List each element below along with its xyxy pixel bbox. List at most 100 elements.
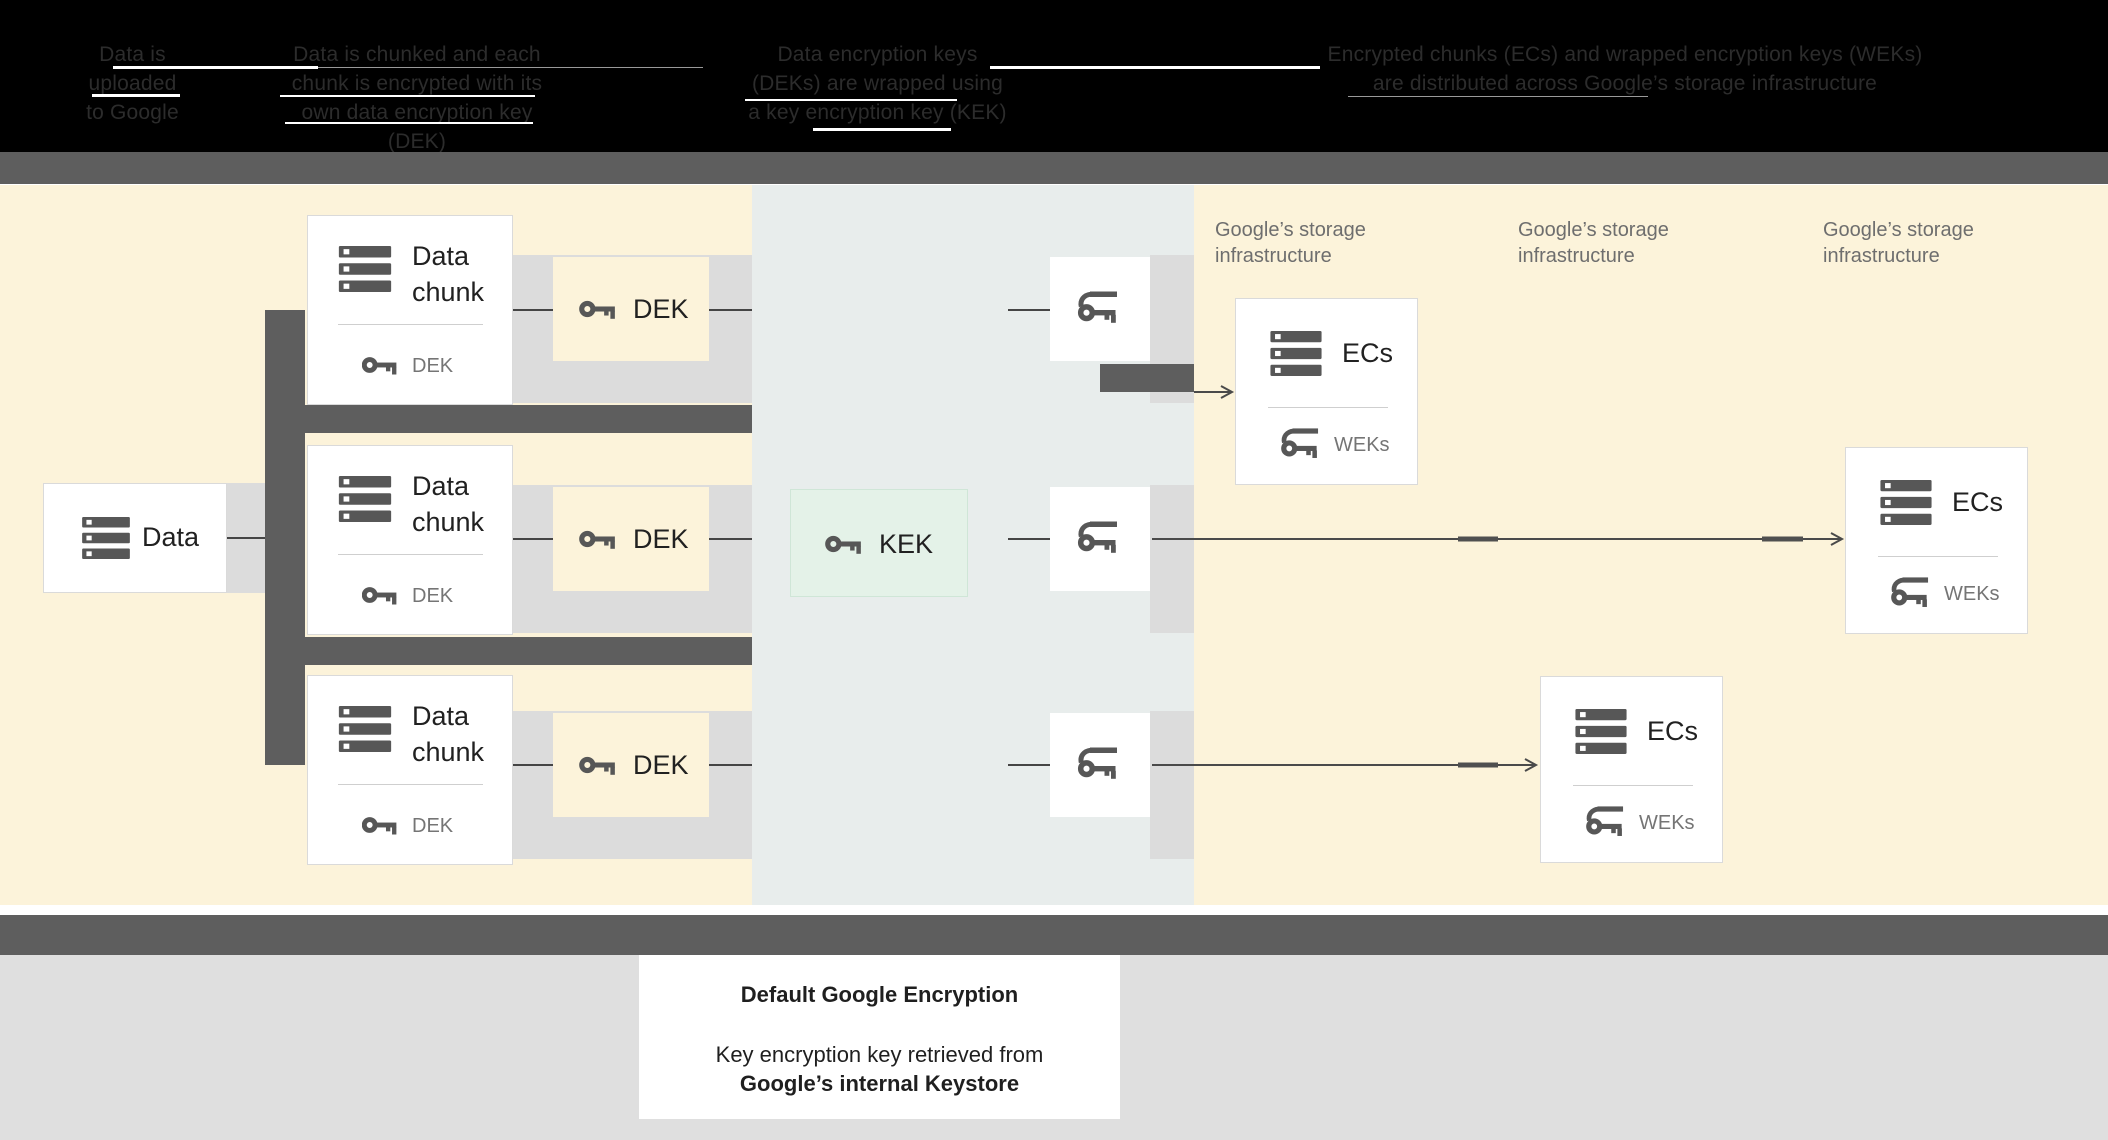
caption-line: Data encryption keys	[777, 43, 978, 66]
caption-line: Data is	[99, 43, 166, 66]
render-artifact	[318, 67, 703, 68]
wrapped-key-connector	[1100, 364, 1194, 392]
diagram-canvas: Data Data chunk DEK Data chunk DEK	[0, 185, 2108, 905]
data-chunk-card: Data chunk DEK	[307, 675, 513, 865]
divider	[1268, 407, 1388, 408]
weks-label: WEKs	[1944, 583, 2000, 605]
caption-line: Key encryption key retrieved from	[715, 1042, 1044, 1067]
database-icon	[1268, 331, 1324, 376]
chunk-splitter-bar	[265, 637, 752, 665]
dek-box-label: DEK	[633, 524, 689, 554]
divider	[338, 784, 483, 785]
dek-label: DEK	[412, 585, 454, 607]
render-artifact	[813, 128, 951, 131]
divider-bar-top	[0, 152, 2108, 184]
divider-bar-bottom	[0, 915, 2108, 955]
connector-line	[709, 764, 752, 766]
dek-label: DEK	[412, 815, 454, 837]
chunk-title-line: Data	[412, 471, 470, 501]
storage-label-line: Google’s storage	[1215, 219, 1366, 241]
storage-label-line: infrastructure	[1823, 245, 1940, 267]
key-icon	[362, 811, 400, 839]
caption-line: a key encryption key (KEK)	[748, 101, 1007, 124]
key-icon	[579, 525, 619, 553]
render-artifact	[1348, 96, 1648, 97]
chunk-title-line: chunk	[412, 737, 485, 767]
storage-label-line: Google’s storage	[1823, 219, 1974, 241]
storage-infrastructure-label: Google’s storage infrastructure	[1823, 217, 2023, 269]
caption-line: Data is chunked and each	[293, 43, 541, 66]
connector-line	[513, 309, 553, 311]
database-icon	[1573, 709, 1629, 754]
key-icon	[362, 581, 400, 609]
data-chunk-card: Data chunk DEK	[307, 215, 513, 405]
connector-line	[1008, 538, 1050, 540]
step-caption-wrapping: Data encryption keys (DEKs) are wrapped …	[735, 40, 1020, 127]
caption-line: Encrypted chunks (ECs) and wrapped encry…	[1327, 43, 1923, 66]
divider	[1573, 785, 1693, 786]
chunk-title-line: Data	[412, 241, 470, 271]
caption-line: to Google	[86, 101, 179, 124]
key-icon	[362, 351, 400, 379]
caption-title: Default Google Encryption	[740, 982, 1019, 1007]
caption-line: Google’s internal Keystore	[739, 1071, 1020, 1096]
connector-line	[513, 764, 553, 766]
storage-infrastructure-label: Google’s storage infrastructure	[1215, 217, 1415, 269]
kek-box: KEK	[790, 489, 968, 597]
wrapped-key-icon	[1077, 746, 1123, 782]
arrow-to-ecs-1	[1194, 385, 1235, 399]
storage-infrastructure-label: Google’s storage infrastructure	[1518, 217, 1718, 269]
dek-box: DEK	[553, 487, 709, 591]
dek-box: DEK	[553, 713, 709, 817]
connector-line	[513, 538, 553, 540]
ecs-label: ECs	[1647, 716, 1699, 746]
dek-box: DEK	[553, 257, 709, 361]
caption-line: chunk is encrypted with its	[291, 72, 543, 95]
render-artifact	[285, 122, 533, 124]
weks-label: WEKs	[1639, 812, 1695, 834]
render-artifact	[280, 95, 535, 97]
storage-label-line: Google’s storage	[1518, 219, 1669, 241]
storage-label-line: infrastructure	[1518, 245, 1635, 267]
database-icon	[82, 517, 130, 559]
render-artifact	[745, 99, 957, 101]
chunk-title-line: chunk	[412, 277, 485, 307]
key-icon	[825, 530, 865, 558]
caption-line: own data encryption key (DEK)	[301, 101, 533, 153]
white-gap	[0, 905, 2108, 915]
wrapped-key-strip	[1150, 485, 1194, 633]
wrapped-key-icon	[1077, 520, 1123, 556]
header-band: Data is uploaded to Google Data is chunk…	[0, 0, 2108, 153]
ec-card: ECs WEKs	[1235, 298, 1418, 485]
ec-card: ECs WEKs	[1845, 447, 2028, 634]
dek-label: DEK	[412, 355, 454, 377]
caption-line: (DEKs) are wrapped using	[751, 72, 1004, 95]
chunk-title-line: chunk	[412, 507, 485, 537]
database-icon	[336, 246, 394, 292]
key-icon	[579, 295, 619, 323]
step-caption-upload: Data is uploaded to Google	[40, 40, 225, 127]
render-artifact	[113, 66, 318, 69]
chunk-splitter-trunk	[265, 310, 305, 765]
storage-label-line: infrastructure	[1215, 245, 1332, 267]
render-artifact	[990, 66, 1320, 69]
dek-box-label: DEK	[633, 294, 689, 324]
dek-box-label: DEK	[633, 750, 689, 780]
key-icon	[579, 751, 619, 779]
arrow-to-ecs-3	[1152, 758, 1539, 772]
ecs-label: ECs	[1952, 487, 2004, 517]
database-icon	[1878, 480, 1934, 525]
chunk-title: Data chunk	[412, 698, 484, 770]
caption-card: Default Google Encryption Key encryption…	[639, 955, 1120, 1119]
database-icon	[336, 476, 394, 522]
connector-line	[227, 537, 265, 539]
ec-card: ECs WEKs	[1540, 676, 1723, 863]
chunk-title-line: Data	[412, 701, 470, 731]
wrapped-key-icon	[1585, 805, 1629, 839]
ecs-label: ECs	[1342, 338, 1394, 368]
data-chunk-card: Data chunk DEK	[307, 445, 513, 635]
render-artifact	[92, 94, 180, 97]
arrow-to-ecs-2	[1152, 532, 1845, 546]
caption-line: are distributed across Google’s storage …	[1372, 72, 1878, 95]
